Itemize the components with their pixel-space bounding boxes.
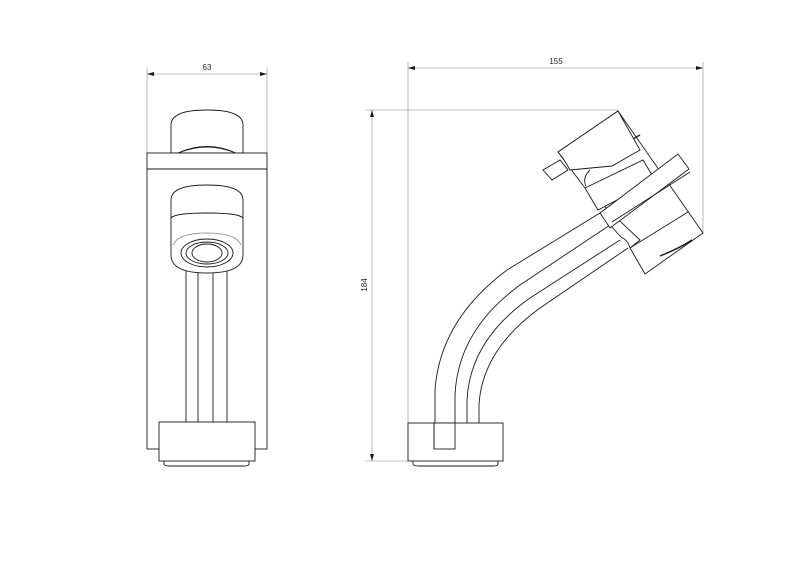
height-dimension: 184 xyxy=(360,109,618,462)
top-lever-cap xyxy=(170,109,244,154)
depth-dimension-label: 155 xyxy=(549,57,563,66)
front-view: 63 xyxy=(146,63,268,467)
front-base xyxy=(158,421,256,467)
height-dimension-label: 184 xyxy=(360,278,369,292)
width-dimension-label: 63 xyxy=(203,63,212,72)
width-dimension: 63 xyxy=(146,63,268,153)
spout xyxy=(434,212,631,423)
side-base xyxy=(407,422,504,467)
lever-handle xyxy=(542,110,641,187)
depth-dimension: 155 xyxy=(407,57,704,423)
spout-cylinder xyxy=(170,184,244,274)
pipes xyxy=(185,268,228,423)
side-view: 155 184 xyxy=(360,57,704,467)
